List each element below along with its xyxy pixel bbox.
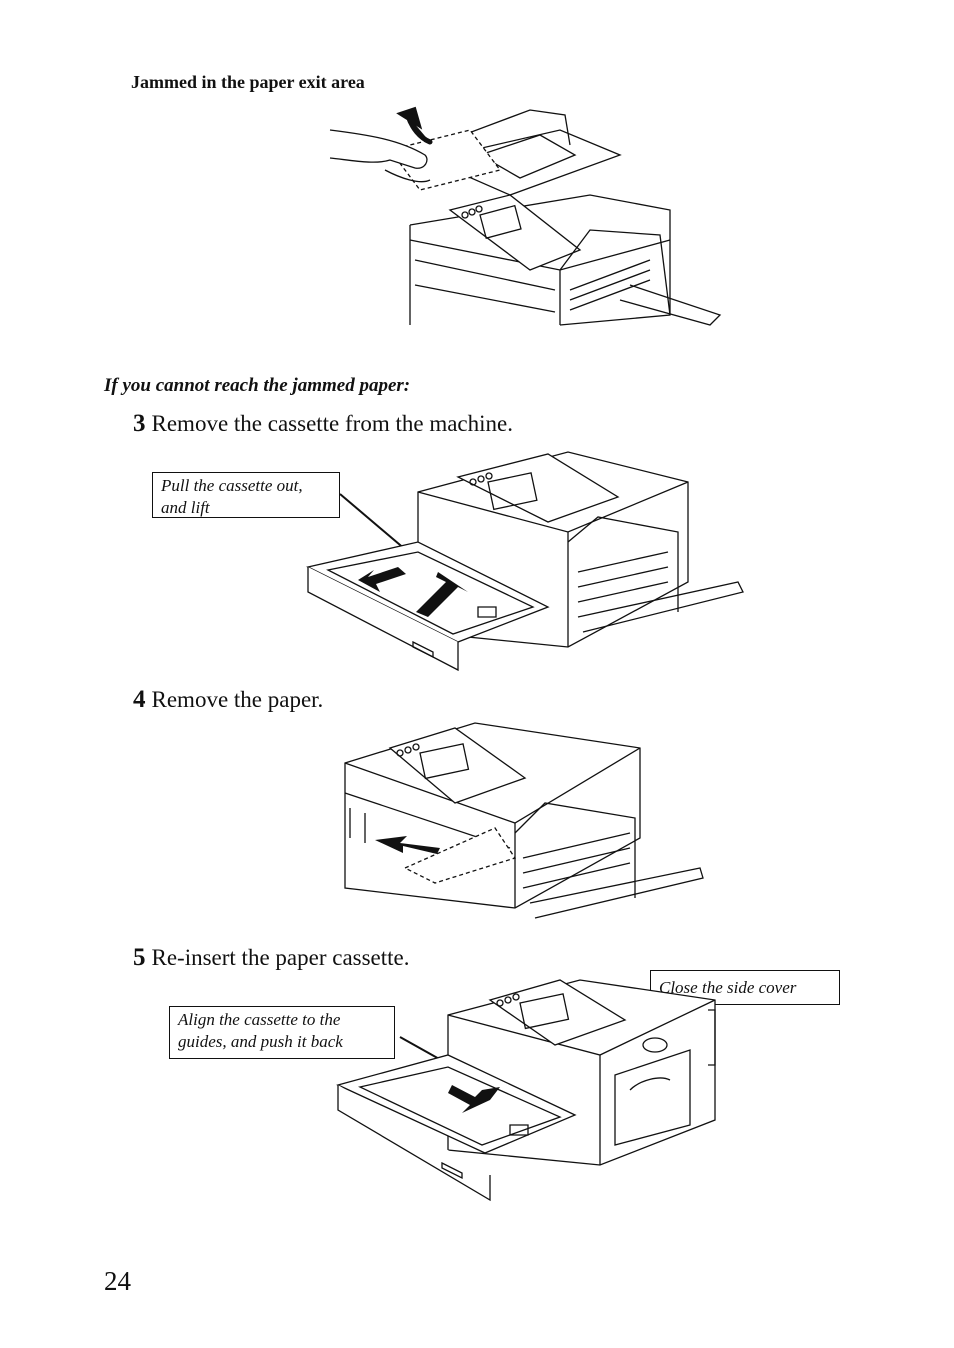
cannot-reach-heading: If you cannot reach the jammed paper: bbox=[104, 375, 411, 396]
cassette-pull-illustration bbox=[298, 442, 748, 670]
step-3: 3 Remove the cassette from the machine. bbox=[133, 410, 513, 438]
step-4: 4 Remove the paper. bbox=[133, 686, 323, 714]
callout-align-line-1: Align the cassette to the bbox=[178, 1010, 341, 1029]
callout-align-cassette: Align the cassette to the guides, and pu… bbox=[169, 1006, 395, 1059]
callout-close-line: Close the side cover bbox=[659, 978, 797, 997]
printer-exit-illustration bbox=[330, 100, 730, 325]
step-3-number: 3 bbox=[133, 410, 146, 437]
step-5: 5 Re-insert the paper cassette. bbox=[133, 944, 410, 972]
step-4-text: Remove the paper. bbox=[151, 687, 324, 712]
cassette-insert-illustration bbox=[330, 975, 725, 1200]
step-4-number: 4 bbox=[133, 686, 146, 713]
step-5-number: 5 bbox=[133, 944, 146, 971]
callout-close-side-cover: Close the side cover bbox=[650, 970, 840, 1005]
paper-remove-illustration bbox=[345, 718, 705, 928]
callout-pull-line-1: Pull the cassette out, bbox=[161, 476, 303, 495]
page-number: 24 bbox=[104, 1266, 131, 1296]
callout-pull-line-2: and lift bbox=[161, 498, 210, 517]
exit-area-heading: Jammed in the paper exit area bbox=[131, 72, 365, 92]
step-5-text: Re-insert the paper cassette. bbox=[151, 945, 410, 970]
callout-align-line-2: guides, and push it back bbox=[178, 1032, 343, 1051]
step-3-text: Remove the cassette from the machine. bbox=[151, 411, 513, 436]
callout-pull-cassette: Pull the cassette out, and lift bbox=[152, 472, 340, 518]
